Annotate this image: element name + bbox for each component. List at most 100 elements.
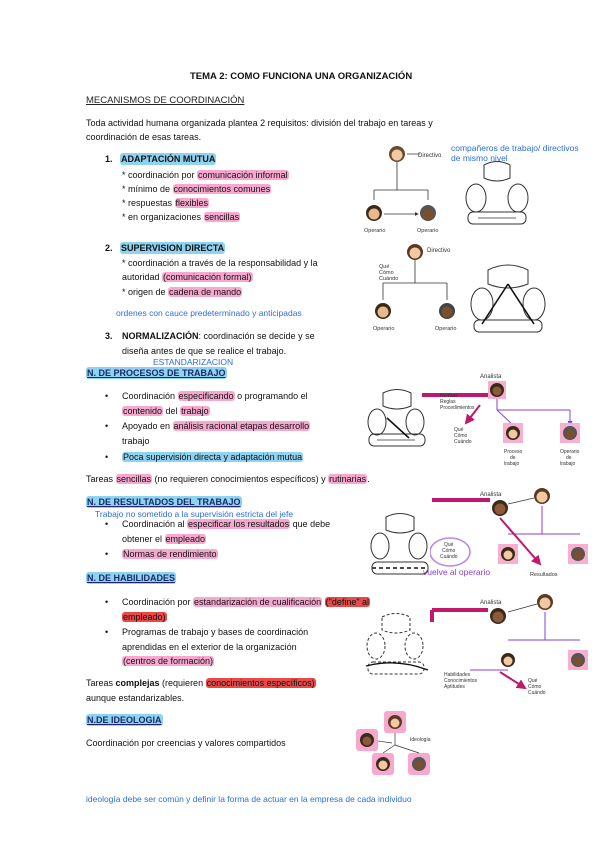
supervision-bullet-2: * origen de cadena de mando (122, 287, 243, 297)
person-icon (490, 608, 506, 624)
fig-directivo2-label: Directivo (427, 248, 451, 254)
intro-line-1: Toda actividad humana organizada plantea… (86, 118, 433, 128)
person-icon (439, 303, 455, 319)
procesos-bullet-2-line2: trabajo (122, 436, 150, 446)
person-icon (537, 594, 553, 610)
resultados-fig-note: vuelve al operario (423, 567, 491, 577)
adaptacion-bullet-3: * respuestas flexibles (122, 198, 210, 208)
person-icon (420, 205, 436, 221)
procesos-diagram (367, 389, 426, 447)
person-icon (492, 500, 508, 516)
item-number-2: 2. (105, 243, 113, 253)
normalizacion-line-2: diseña antes de que se realice el trabaj… (122, 346, 287, 356)
adaptacion-note: compañeros de trabajo/ directivos de mis… (451, 143, 579, 163)
habilidades-bullet-2-line3: (centros de formación) (122, 656, 215, 666)
page-title: TEMA 2: COMO FUNCIONA UNA ORGANIZACIÓN (190, 71, 413, 82)
habilidades-bullet-2-line1: Programas de trabajo y bases de coordina… (122, 627, 309, 637)
ideologia-text: Coordinación por creencias y valores com… (86, 738, 286, 748)
person-icon (375, 303, 391, 319)
person-icon (506, 426, 520, 440)
supervision-directa-heading: SUPERVISION DIRECTA (120, 242, 226, 254)
adaptacion-mutua-diagram (465, 161, 529, 225)
person-icon (407, 244, 423, 260)
supervision-bullet-1-line2: autoridad (comunicación formal) (122, 272, 253, 282)
adaptacion-bullet-1: * coordinación por comunicación informal (122, 170, 289, 180)
resultados-bullet-2: Normas de rendimiento (122, 549, 218, 559)
person-icon (571, 653, 585, 667)
fig-operario2-label: Operario (435, 326, 456, 332)
fig-analista-label: Analista (480, 600, 502, 606)
habilidades-diagram (365, 613, 429, 675)
fig-resultados-label: Resultados (530, 572, 558, 578)
resultados-bullet-1-line1: Coordinación al especificar los resultad… (122, 519, 331, 529)
person-icon (563, 426, 577, 440)
habilidades-bullet-1-line1: Coordinación por estandarización de cual… (122, 597, 371, 607)
fig-analista-label: Analista (480, 374, 502, 380)
habilidades-tareas-line1: Tareas complejas (requieren conocimiento… (86, 678, 316, 688)
person-icon (501, 547, 515, 561)
person-icon (388, 715, 402, 729)
bullet-dot: • (105, 452, 109, 462)
person-icon (412, 757, 426, 771)
bullet-dot: • (105, 391, 109, 401)
adaptacion-mutua-heading: ADAPTACIÓN MUTUA (120, 153, 217, 165)
person-icon (366, 205, 382, 221)
ideologia-note: ideología debe ser común y definir la fo… (86, 794, 412, 804)
procesos-bullet-3: Poca supervisión directa y adaptación mu… (122, 452, 304, 462)
fig-operario-label: Operario (373, 326, 394, 332)
procesos-bullet-2-line1: Apoyado en análisis racional etapas desa… (122, 421, 311, 431)
person-icon (389, 146, 405, 162)
normalizacion-note: ESTANDARIZACION (153, 357, 234, 367)
adaptacion-bullet-4: * en organizaciones sencillas (122, 212, 241, 222)
person-icon (360, 733, 374, 747)
procesos-bullet-1-line1: Coordinación especificando o programando… (122, 391, 308, 401)
habilidades-heading: N. DE HABILIDADES (86, 572, 177, 584)
intro-line-2: coordinación de esas tareas. (86, 132, 202, 142)
item-number-3: 3. (105, 331, 113, 341)
ideologia-figure: Ideología (356, 711, 431, 775)
item-number-1: 1. (105, 154, 113, 164)
resultados-bullet-1-line2: obtener el empleado (122, 534, 207, 544)
bullet-dot: • (105, 421, 109, 431)
fig-operario2-label: Operario (417, 228, 438, 234)
person-icon (490, 383, 504, 397)
supervision-note: ordenes con cauce predeterminado y antic… (116, 308, 302, 318)
procesos-heading: N. DE PROCESOS DE TRABAJO (86, 367, 227, 379)
habilidades-bullet-2-line2: aprendidas en el exterior de la organiza… (122, 642, 297, 652)
person-icon (571, 547, 585, 561)
ideologia-heading: N.DE IDEOLOGIA (86, 714, 163, 726)
person-icon (376, 757, 390, 771)
supervision-diagram (470, 264, 546, 333)
normalizacion-line-1: NORMALIZACIÓN: coordinación se decide y … (122, 331, 315, 341)
bullet-dot: • (105, 549, 109, 559)
resultados-note: Trabajo no sometido a la supervisión est… (95, 509, 294, 519)
bullet-dot: • (105, 519, 109, 529)
habilidades-bullet-1-line2: empleado) (122, 612, 167, 622)
person-icon (501, 653, 515, 667)
procesos-tareas: Tareas sencillas (no requieren conocimie… (86, 474, 370, 484)
procesos-bullet-1-line2: contenido del trabajo (122, 406, 210, 416)
section-heading-mecanismos: MECANISMOS DE COORDINACIÓN (86, 95, 245, 106)
resultados-heading: N. DE RESULTADOS DEL TRABAJO (86, 496, 242, 508)
fig-ideologia-label: Ideología (410, 737, 431, 743)
resultados-diagram (370, 513, 429, 575)
bullet-dot: • (105, 627, 109, 637)
fig-directivo-label: Directivo (418, 153, 442, 159)
fig-analista-label: Analista (480, 492, 502, 498)
adaptacion-bullet-2: * mínimo de conocimientos comunes (122, 184, 272, 194)
supervision-bullet-1-line1: * coordinación a través de la responsabi… (122, 258, 318, 268)
habilidades-tareas-line2: aunque estandarizables. (86, 693, 185, 703)
adaptacion-org-figure: Directivo Operario Operario (364, 146, 442, 234)
